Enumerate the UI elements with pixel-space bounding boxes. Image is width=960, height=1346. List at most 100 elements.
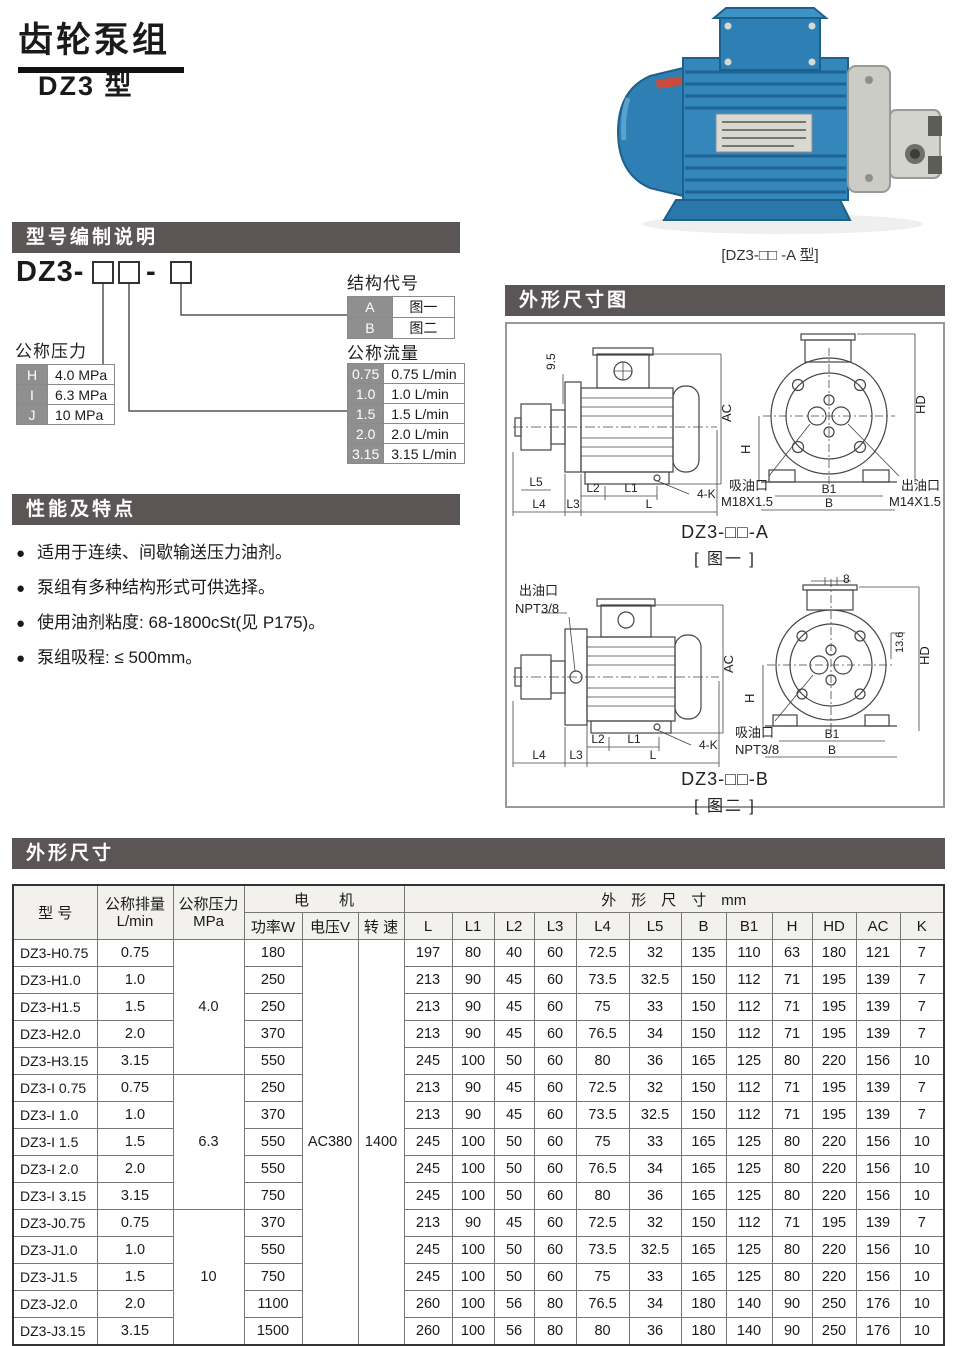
col-header-speed: 转 速 [357,912,405,940]
cell-power: 250 [243,966,303,994]
col-header-dim: L5 [628,912,682,940]
cell-dimension: 50 [493,1263,535,1291]
cell-dimension: 135 [680,939,727,967]
table-row: 1.5 1.5 L/min [346,403,465,424]
cell-dimension: 180 [680,1290,727,1318]
cell-power: 750 [243,1182,303,1210]
cell-dimension: 260 [403,1317,453,1346]
fig2-dim-hd: HD [917,646,932,665]
list-item: ●使用油剂粘度: 68-1800cSt(见 P175)。 [16,606,476,641]
cell-dimension: 71 [771,966,813,994]
cell-dimension: 32.5 [628,966,682,994]
cell-dimension: 75 [575,993,630,1021]
list-item: ●适用于连续、间歇输送压力油剂。 [16,536,476,571]
cell-dimension: 73.5 [575,966,630,994]
cell-dimension: 36 [628,1317,682,1346]
col-header-dim: L4 [575,912,630,940]
cell-dimension: 195 [811,1020,857,1048]
pressure-code: J [16,404,48,425]
cell-power: 550 [243,1155,303,1183]
fig1-dim-l: L [646,497,653,511]
cell-dimension: 176 [855,1290,901,1318]
cell-dimension: 90 [451,966,495,994]
cell-dimension: 195 [811,1209,857,1237]
cell-dimension: 100 [451,1263,495,1291]
cell-dimension: 165 [680,1236,727,1264]
cell-power: 250 [243,1074,303,1102]
cell-dimension: 220 [811,1263,857,1291]
cell-model: DZ3-J3.15 [12,1317,98,1346]
cell-dimension: 112 [725,966,773,994]
section-dimensions: 外形尺寸 [12,838,945,869]
cell-dimension: 7 [899,993,945,1021]
page-subtitle: DZ3 型 [38,71,134,101]
cell-dimension: 165 [680,1128,727,1156]
table-row: H 4.0 MPa [16,364,116,385]
cell-dimension: 10 [899,1155,945,1183]
cell-dimension: 195 [811,1101,857,1129]
figure2-model: DZ3-□□-B [681,769,769,789]
section-model-designation: 型号编制说明 [12,222,460,253]
structure-value: 图一 [391,296,456,318]
cell-dimension: 32.5 [628,1101,682,1129]
cell-displacement: 3.15 [96,1182,174,1210]
fig2-dim-l2: L2 [591,732,605,746]
cell-dimension: 32.5 [628,1236,682,1264]
figure1-model: DZ3-□□-A [681,522,769,542]
cell-dimension: 80 [771,1128,813,1156]
cell-dimension: 213 [403,993,453,1021]
cell-dimension: 10 [899,1263,945,1291]
fig1-dim-4k: 4-K [697,487,716,501]
cell-dimension: 125 [725,1128,773,1156]
cell-model: DZ3-J1.0 [12,1236,98,1264]
cell-model: DZ3-J2.0 [12,1290,98,1318]
cell-dimension: 60 [533,1128,577,1156]
table-row: A 图一 [347,296,456,318]
cell-displacement: 1.5 [96,993,174,1021]
cell-displacement: 0.75 [96,1074,174,1102]
cell-dimension: 250 [811,1290,857,1318]
cell-dimension: 80 [771,1155,813,1183]
fig2-suction-label: 吸油口 [735,725,774,740]
cell-dimension: 245 [403,1236,453,1264]
pressure-label: 公称压力 [15,342,87,361]
product-photo [616,7,942,234]
cell-dimension: 245 [403,1128,453,1156]
cell-model: DZ3-I 1.0 [12,1101,98,1129]
cell-dimension: 150 [680,993,727,1021]
cell-dimension: 139 [855,1074,901,1102]
feature-text: 适用于连续、间歇输送压力油剂。 [37,543,293,562]
cell-dimension: 71 [771,1020,813,1048]
cell-dimension: 80 [533,1290,577,1318]
cell-model: DZ3-H1.5 [12,993,98,1021]
cell-dimension: 60 [533,1236,577,1264]
dimension-drawing-panel: 9.5 AC L5 L4 L3 L2 L1 L 4-K H HD B1 B 吸油… [505,322,945,815]
pressure-code: H [16,364,48,385]
cell-dimension: 56 [493,1317,535,1346]
cell-dimension: 90 [771,1290,813,1318]
col-header-displacement: 公称排量 L/min [96,884,174,940]
structure-value: 图二 [391,317,456,339]
cell-dimension: 195 [811,1074,857,1102]
model-code-prefix: DZ3- [16,256,85,288]
list-item: ●泵组吸程: ≤ 500mm。 [16,641,476,676]
cell-dimension: 112 [725,1101,773,1129]
cell-dimension: 220 [811,1128,857,1156]
cell-model: DZ3-I 0.75 [12,1074,98,1102]
cell-dimension: 71 [771,1209,813,1237]
cell-dimension: 7 [899,1074,945,1102]
cell-dimension: 100 [451,1236,495,1264]
fig2-dim-l: L [650,748,657,762]
cell-dimension: 213 [403,1101,453,1129]
flow-code: 1.5 [346,403,385,424]
model-code-box-2 [118,261,140,284]
cell-dimension: 80 [533,1317,577,1346]
cell-dimension: 34 [628,1290,682,1318]
cell-dimension: 60 [533,1047,577,1075]
table-row: 1.0 1.0 L/min [346,383,465,404]
fig2-dim-l4: L4 [532,748,546,762]
cell-dimension: 125 [725,1047,773,1075]
cell-dimension: 10 [899,1290,945,1318]
